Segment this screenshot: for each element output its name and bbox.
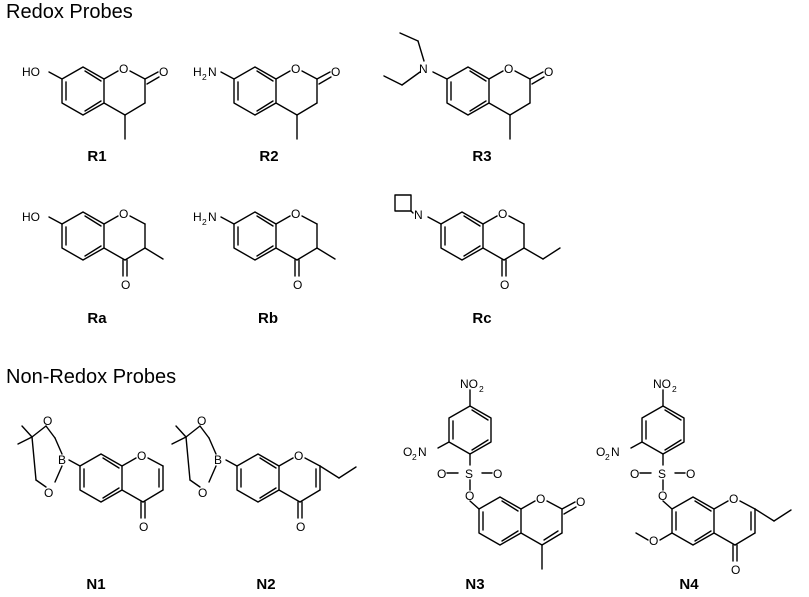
atom-label: O	[291, 207, 300, 221]
atom-label: O	[293, 278, 302, 292]
atom-label: H	[193, 65, 202, 79]
structure-n1: B O O O O	[17, 414, 164, 534]
atom-label: O	[498, 207, 507, 221]
atom-label: O	[493, 467, 502, 481]
atom-label: O	[504, 62, 513, 76]
structure-n2: B O O O O	[171, 414, 357, 534]
atom-label: N	[208, 65, 217, 79]
label-r3: R3	[472, 148, 492, 165]
atom-label: O	[137, 449, 146, 463]
structure-ra: HO O O	[22, 207, 164, 292]
atom-label: B	[58, 453, 66, 467]
label-ra: Ra	[87, 310, 107, 327]
atom-label: O	[296, 520, 305, 534]
atom-label: O	[649, 534, 658, 548]
label-rb: Rb	[258, 310, 278, 327]
atom-label: O	[630, 467, 639, 481]
atom-label: O	[119, 62, 128, 76]
atom-label: O	[437, 467, 446, 481]
atom-label: O	[465, 489, 474, 503]
label-n4: N4	[679, 576, 699, 593]
atom-label: O	[658, 489, 667, 503]
atom-label: O	[331, 65, 340, 79]
atom-label: NO	[460, 377, 478, 391]
non-redox-probes-title: Non-Redox Probes	[6, 366, 177, 388]
atom-label: N	[208, 210, 217, 224]
atom-label: O	[403, 445, 412, 459]
atom-label: O	[596, 445, 605, 459]
atom-label: O	[686, 467, 695, 481]
structure-n3: NO 2 O 2 N S O O O O O	[403, 377, 585, 570]
atom-label: O	[729, 492, 738, 506]
structure-n4: NO 2 O 2 N S O O O O O O	[596, 377, 792, 577]
atom-label: S	[465, 467, 473, 481]
atom-label: O	[139, 520, 148, 534]
atom-label: 2	[479, 384, 484, 394]
atom-label: 2	[672, 384, 677, 394]
atom-label: O	[44, 486, 53, 500]
atom-label: O	[294, 449, 303, 463]
atom-label: O	[500, 278, 509, 292]
atom-label: NO	[653, 377, 671, 391]
atom-label: N	[419, 62, 428, 76]
atom-label: O	[544, 65, 553, 79]
atom-label: N	[611, 445, 620, 459]
atom-label: O	[121, 278, 130, 292]
atom-label: N	[414, 208, 423, 222]
label-rc: Rc	[472, 310, 492, 327]
atom-label: 2	[412, 452, 417, 462]
atom-label: O	[197, 414, 206, 428]
label-n1: N1	[86, 576, 106, 593]
structure-r3: N O O	[383, 32, 553, 140]
redox-probes-title: Redox Probes	[6, 1, 133, 23]
atom-label: 2	[202, 72, 207, 82]
atom-label: S	[658, 467, 666, 481]
atom-label: HO	[22, 210, 40, 224]
atom-label: O	[43, 414, 52, 428]
atom-label: HO	[22, 65, 40, 79]
label-r2: R2	[259, 148, 279, 165]
atom-label: O	[159, 65, 168, 79]
atom-label: H	[193, 210, 202, 224]
label-n3: N3	[465, 576, 485, 593]
atom-label: 2	[202, 217, 207, 227]
atom-label: O	[119, 207, 128, 221]
atom-label: O	[198, 486, 207, 500]
structure-r2: H 2 N O O	[193, 62, 340, 140]
atom-label: O	[576, 495, 585, 509]
atom-label: O	[291, 62, 300, 76]
structure-rb: H 2 N O O	[193, 207, 336, 292]
atom-label: B	[214, 453, 222, 467]
atom-label: N	[418, 445, 427, 459]
label-r1: R1	[87, 148, 107, 165]
atom-label: O	[536, 492, 545, 506]
atom-label: 2	[605, 452, 610, 462]
label-n2: N2	[256, 576, 276, 593]
structure-r1: HO O O	[22, 62, 168, 140]
structure-rc: N O O	[394, 194, 561, 292]
atom-label: O	[731, 563, 740, 577]
